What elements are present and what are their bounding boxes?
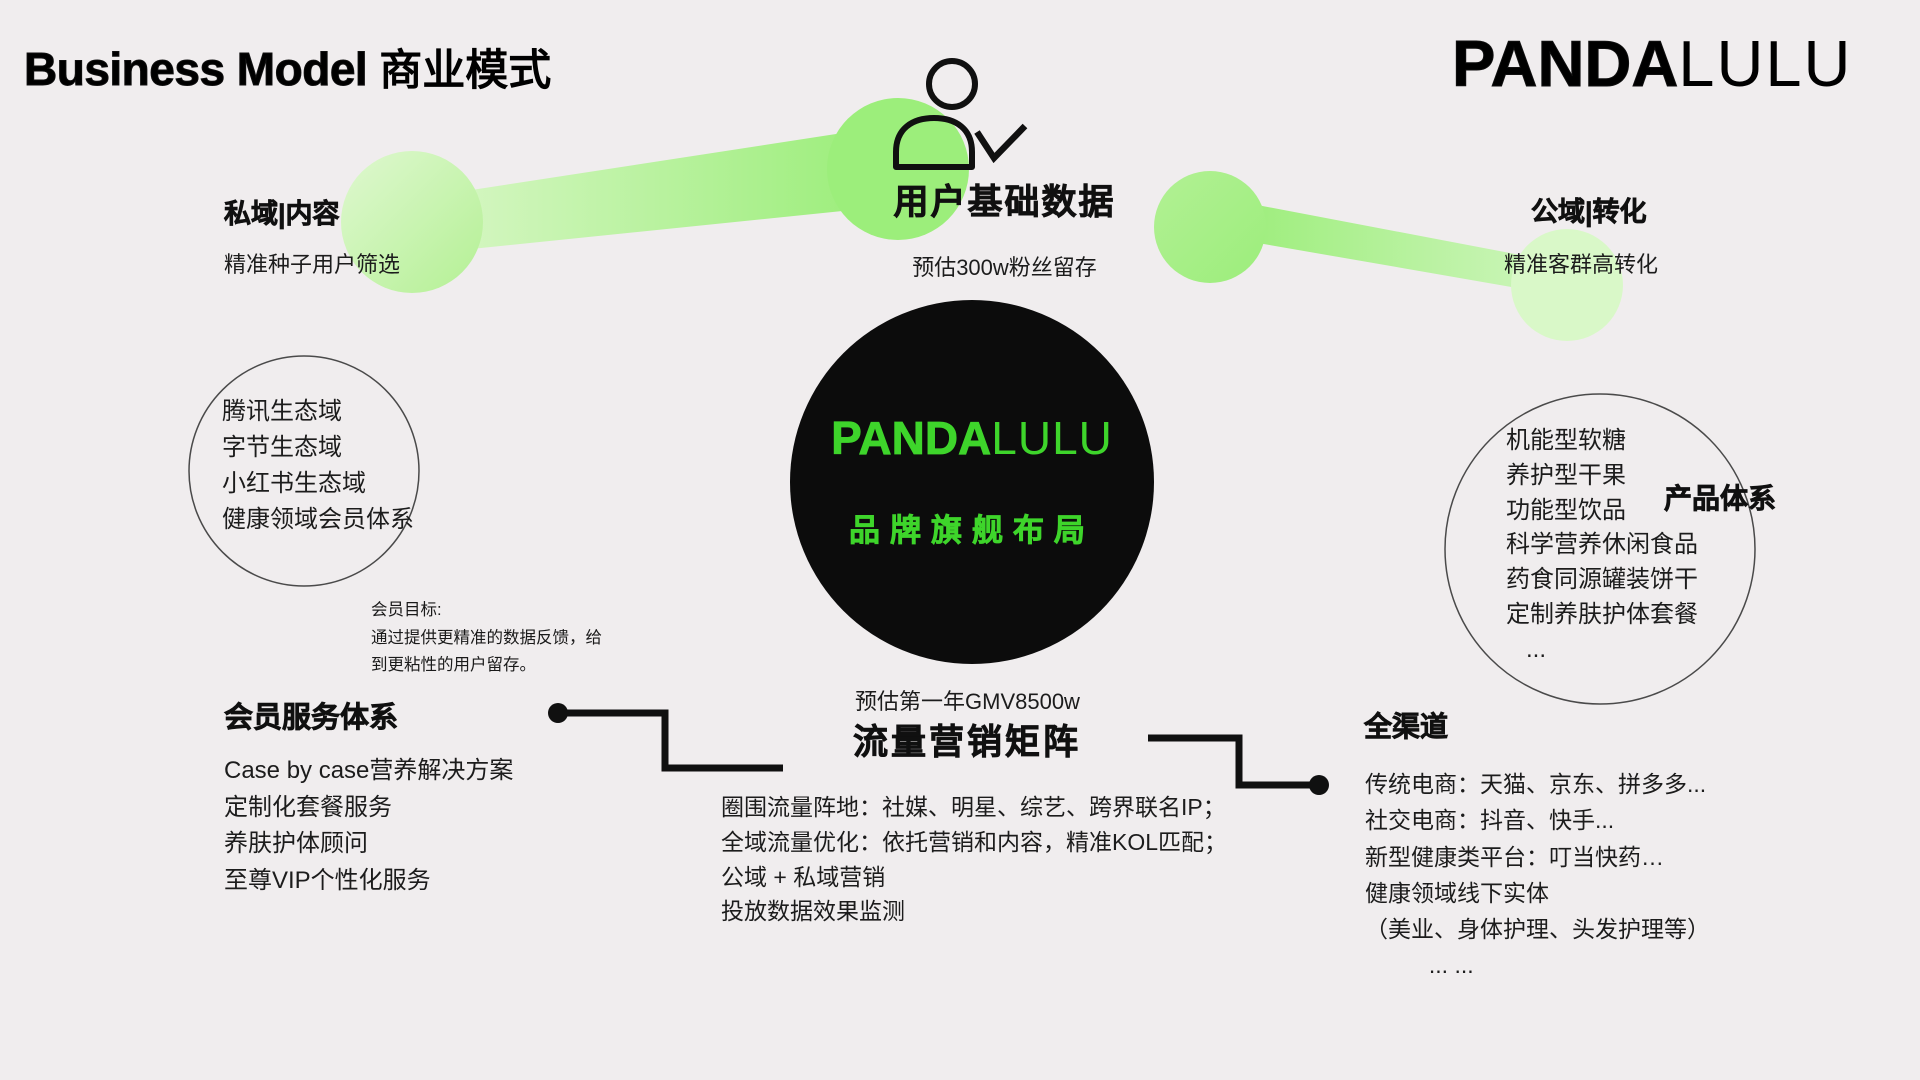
- list-item: 圈围流量阵地：社媒、明星、综艺、跨界联名IP；: [721, 794, 1226, 820]
- products-list: 机能型软糖养护型干果功能型饮品科学营养休闲食品药食同源罐装饼干定制养肤护体套餐 …: [1506, 424, 1698, 668]
- list-item: 科学营养休闲食品: [1506, 531, 1698, 559]
- brand-flagship-circle: PANDALULU 品牌旗舰布局: [790, 300, 1154, 664]
- brand-circle-logo: PANDALULU: [831, 411, 1113, 464]
- list-item: 传统电商：天猫、京东、拼多多...: [1365, 771, 1707, 797]
- public-domain-node-circle-right: [1511, 229, 1623, 341]
- member-services-heading: 会员服务体系: [224, 702, 399, 735]
- list-item: 机能型软糖: [1506, 427, 1626, 454]
- brand-logo-light: LULU: [1678, 27, 1853, 100]
- list-item: 字节生态域: [222, 434, 342, 461]
- list-item: 全域流量优化：依托营销和内容，精准KOL匹配；: [721, 828, 1228, 855]
- page-title-en: Business Model: [23, 43, 368, 96]
- connector-member-to-traffic: [548, 703, 783, 772]
- list-item: 定制养肤护体套餐: [1506, 600, 1698, 628]
- channels-list: 传统电商：天猫、京东、拼多多... 社交电商：抖音、快手... 新型健康类平台：叮当…: [1365, 766, 1710, 984]
- list-item: 小红书生态域: [222, 470, 366, 497]
- brand-circle-logo-light: LULU: [991, 411, 1113, 464]
- list-item: 新型健康类平台：叮当快药…: [1365, 843, 1664, 870]
- userdata-heading: 用户基础数据: [893, 183, 1116, 223]
- traffic-matrix-heading: 流量营销矩阵: [853, 723, 1082, 763]
- list-item: 健康领域会员体系: [222, 506, 414, 533]
- list-item: 腾讯生态域: [222, 398, 342, 425]
- list-item: 至尊VIP个性化服务: [224, 866, 431, 894]
- brand-logo: PANDALULU: [1451, 27, 1853, 100]
- private-domain-node-circle: [341, 151, 483, 293]
- list-item: 定制化套餐服务: [224, 793, 392, 821]
- channels-heading: 全渠道: [1364, 711, 1449, 743]
- page-title-zh: 商业模式: [379, 47, 552, 95]
- member-goal-note: 会员目标: 通过提供更精准的数据反馈，给到更粘性的用户留存。: [371, 597, 602, 680]
- gmv-estimate: 预估第一年GMV8500w: [855, 689, 1080, 714]
- connector-band-private-to-userdata: [452, 130, 862, 251]
- brand-circle-logo-bold: PANDA: [831, 411, 992, 464]
- list-item: 功能型饮品: [1506, 496, 1626, 524]
- member-services-list: Case by case营养解决方案定制化套餐服务养肤护体顾问至尊VIP个性化服…: [224, 753, 513, 899]
- list-item: ...: [1506, 635, 1547, 663]
- list-item: 健康领域线下实体: [1365, 879, 1549, 906]
- userdata-subtext: 预估300w粉丝留存: [912, 255, 1097, 280]
- ecosystem-list: 腾讯生态域字节生态域小红书生态域健康领域会员体系: [222, 394, 414, 538]
- connector-traffic-to-channels: [1148, 734, 1329, 795]
- connector-band-userdata-to-public: [1252, 204, 1552, 294]
- traffic-matrix-list: 圈围流量阵地：社媒、明星、综艺、跨界联名IP； 全域流量优化：依托营销和内容，精准…: [721, 790, 1227, 929]
- private-domain-heading: 私域|内容: [224, 199, 340, 230]
- ecosystem-outline-circle: [188, 355, 420, 587]
- list-item: 养护型干果: [1506, 461, 1626, 489]
- public-domain-subtext: 精准客群高转化: [1504, 252, 1659, 277]
- list-item: 公域 + 私域营销: [721, 863, 886, 890]
- list-item: 社交电商：抖音、快手...: [1365, 807, 1615, 834]
- public-domain-node-circle-left: [1154, 171, 1266, 283]
- list-item: 到更粘性的用户留存。: [371, 656, 536, 674]
- list-item: 会员目标:: [371, 601, 442, 619]
- list-item: 养肤护体顾问: [224, 830, 368, 857]
- list-item: 药食同源罐装饼干: [1506, 566, 1698, 594]
- list-item: 通过提供更精准的数据反馈，给: [371, 628, 602, 647]
- brand-circle-tagline: 品牌旗舰布局: [849, 512, 1095, 548]
- brand-logo-bold: PANDA: [1451, 27, 1679, 100]
- products-label: 产品体系: [1664, 483, 1777, 515]
- private-domain-subtext: 精准种子用户筛选: [224, 252, 401, 277]
- list-item: ... ...: [1365, 952, 1474, 979]
- public-domain-heading: 公域|转化: [1531, 197, 1647, 228]
- user-check-icon: [893, 58, 1028, 170]
- list-item: Case by case营养解决方案: [224, 757, 514, 784]
- list-item: （美业、身体护理、头发护理等）: [1365, 916, 1710, 943]
- products-outline-circle: [1444, 393, 1756, 705]
- list-item: 投放数据效果监测: [721, 898, 905, 925]
